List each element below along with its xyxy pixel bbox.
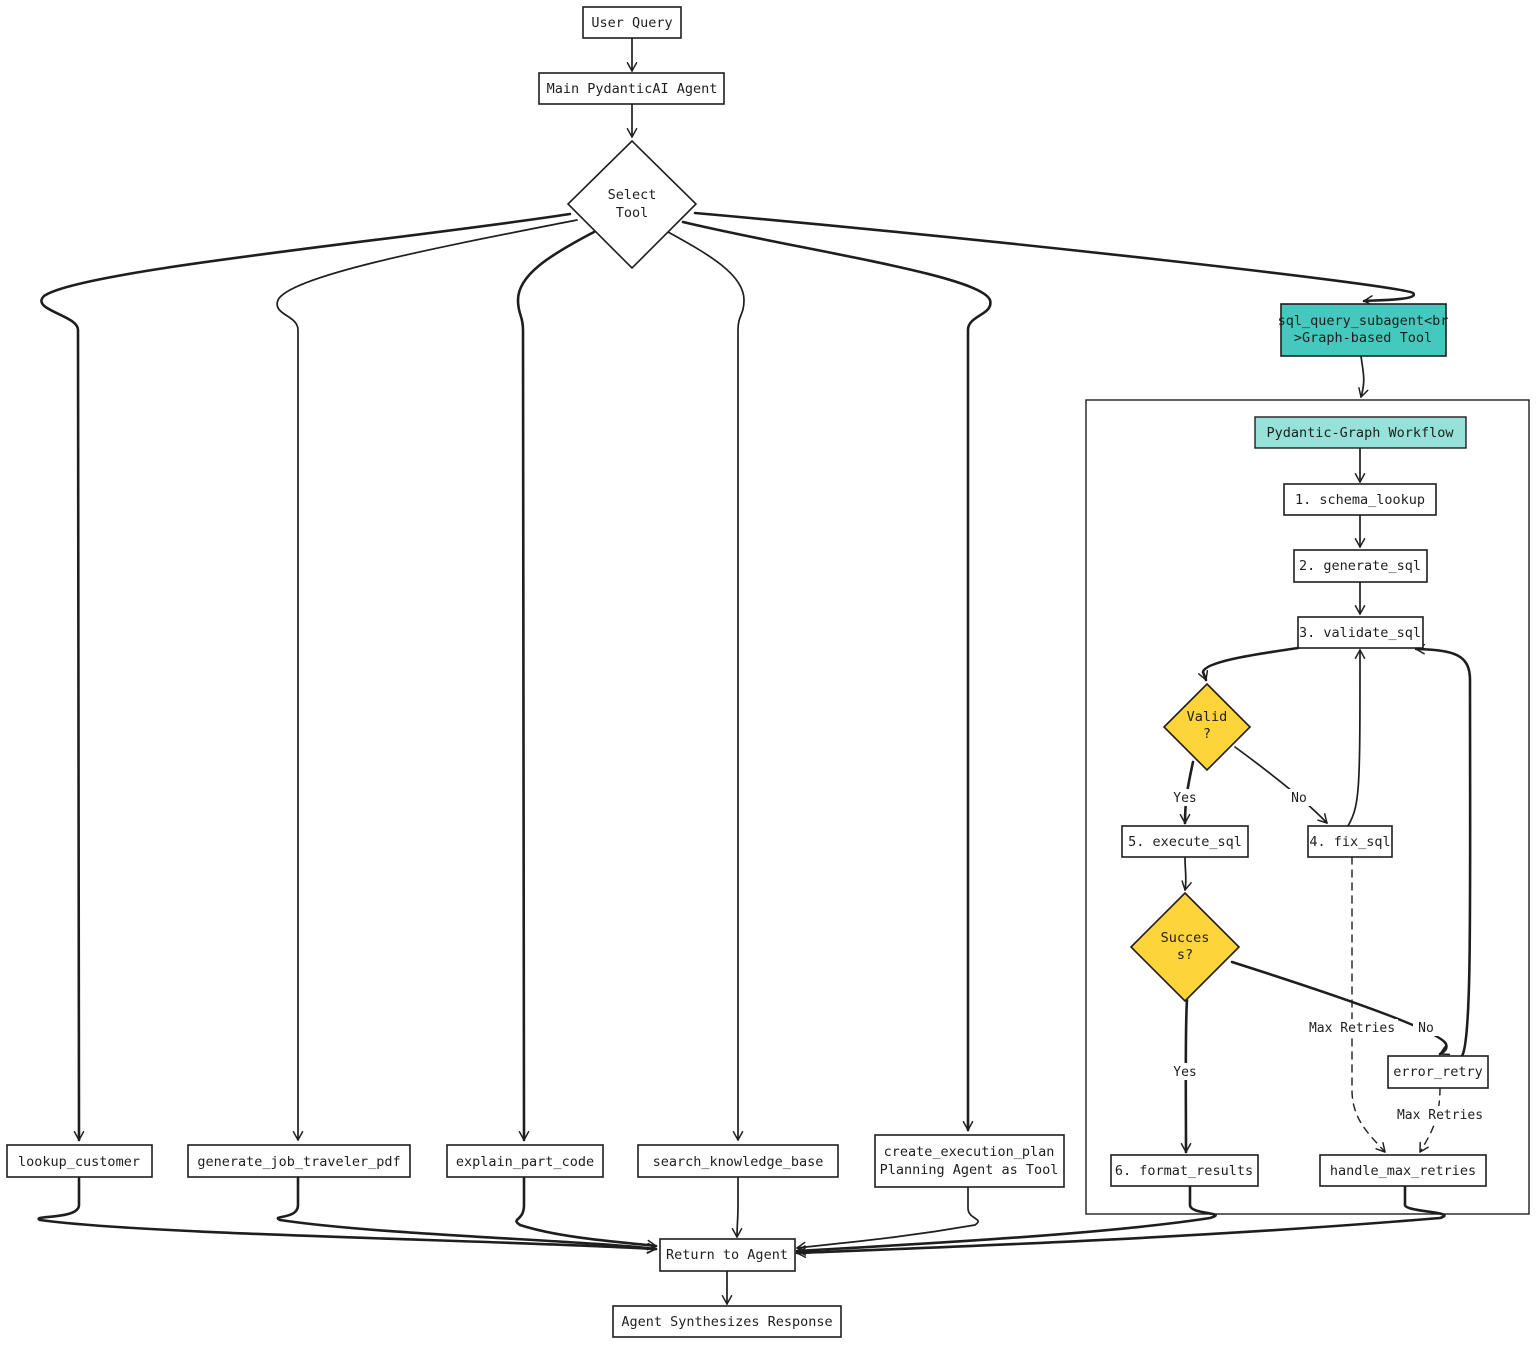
svg-text:handle_max_retries: handle_max_retries	[1330, 1163, 1476, 1179]
node-workflow-title: Pydantic-Graph Workflow	[1254, 416, 1467, 449]
node-select-tool: Select Tool	[566, 139, 698, 270]
label-success-no: No	[1418, 1021, 1434, 1036]
node-explain-part-code: explain_part_code	[446, 1144, 604, 1178]
edge-execute-to-success	[1181, 857, 1192, 891]
node-search-knowledge-base: search_knowledge_base	[637, 1144, 839, 1178]
node-validate-sql: 3. validate_sql	[1297, 616, 1424, 649]
label-error-max-retries: Max Retries	[1397, 1108, 1483, 1123]
node-sql-query-subagent: sql_query_subagent<br >Graph-based Tool	[1278, 303, 1449, 357]
node-agent-synthesizes-response: Agent Synthesizes Response	[612, 1305, 842, 1338]
svg-text:sql_query_subagent<br: sql_query_subagent<br	[1278, 313, 1449, 329]
svg-text:Valid: Valid	[1187, 709, 1228, 725]
node-return-to-agent: Return to Agent	[659, 1238, 796, 1272]
node-error-retry: error_retry	[1387, 1055, 1489, 1089]
edge-select-to-explain-part	[516, 230, 596, 1142]
svg-text:Planning Agent as Tool: Planning Agent as Tool	[880, 1162, 1059, 1178]
svg-text:5. execute_sql: 5. execute_sql	[1128, 834, 1242, 850]
svg-text:2. generate_sql: 2. generate_sql	[1299, 558, 1421, 574]
svg-text:4. fix_sql: 4. fix_sql	[1309, 834, 1390, 850]
svg-text:explain_part_code: explain_part_code	[456, 1154, 594, 1170]
svg-text:User Query: User Query	[591, 15, 672, 31]
label-valid-yes: Yes	[1173, 791, 1196, 806]
edge-select-to-search-kb	[667, 231, 745, 1141]
edge-sql-tool-to-workflow	[1358, 355, 1369, 398]
svg-text:lookup_customer: lookup_customer	[18, 1154, 140, 1170]
svg-text:Return to Agent: Return to Agent	[666, 1247, 788, 1263]
workflow-subgraph-frame	[1085, 399, 1530, 1215]
edge-labels: Yes No Yes No Max Retries Max Retries	[1170, 789, 1486, 1123]
node-success-decision: Succes s?	[1129, 891, 1241, 1003]
svg-text:Main PydanticAI Agent: Main PydanticAI Agent	[547, 81, 718, 97]
svg-text:>Graph-based Tool: >Graph-based Tool	[1294, 330, 1432, 346]
edge-plan-to-return	[796, 1187, 979, 1253]
edge-select-to-generate-pdf	[276, 219, 578, 1141]
sql-tool-box	[1280, 303, 1447, 357]
edge-validate-to-valid	[1198, 646, 1300, 682]
node-lookup-customer: lookup_customer	[6, 1144, 153, 1178]
svg-text:search_knowledge_base: search_knowledge_base	[653, 1154, 824, 1170]
svg-text:Pydantic-Graph Workflow: Pydantic-Graph Workflow	[1267, 425, 1455, 441]
svg-text:1. schema_lookup: 1. schema_lookup	[1295, 492, 1425, 508]
edge-fix-to-validate	[1347, 649, 1366, 827]
edge-pdf-to-return	[276, 1176, 658, 1254]
edge-handle-to-return	[795, 1184, 1446, 1258]
svg-text:s?: s?	[1177, 947, 1193, 963]
node-main-agent: Main PydanticAI Agent	[538, 72, 725, 105]
svg-text:generate_job_traveler_pdf: generate_job_traveler_pdf	[197, 1154, 400, 1170]
node-schema-lookup: 1. schema_lookup	[1283, 483, 1437, 516]
edge-select-to-create-plan	[681, 220, 992, 1132]
edge-explain-to-return	[515, 1176, 658, 1251]
svg-text:Select: Select	[608, 187, 657, 203]
node-valid-decision: Valid ?	[1162, 682, 1252, 772]
node-generate-sql: 2. generate_sql	[1293, 549, 1428, 583]
edge-success-no	[1230, 960, 1451, 1056]
node-create-execution-plan: create_execution_plan Planning Agent as …	[874, 1134, 1065, 1188]
edge-valid-no	[1234, 746, 1328, 824]
svg-text:6. format_results: 6. format_results	[1115, 1163, 1253, 1179]
node-generate-job-traveler-pdf: generate_job_traveler_pdf	[187, 1144, 411, 1178]
edge-select-to-sql-tool	[693, 211, 1415, 306]
edge-lookup-to-return	[37, 1176, 658, 1254]
svg-text:create_execution_plan: create_execution_plan	[884, 1144, 1055, 1160]
svg-text:Agent Synthesizes Response: Agent Synthesizes Response	[621, 1314, 832, 1330]
edges	[37, 37, 1472, 1305]
svg-text:Tool: Tool	[616, 205, 649, 221]
label-fix-max-retries: Max Retries	[1309, 1021, 1395, 1036]
node-handle-max-retries: handle_max_retries	[1319, 1154, 1487, 1187]
node-fix-sql: 4. fix_sql	[1307, 825, 1393, 858]
node-user-query: User Query	[582, 6, 682, 39]
svg-text:3. validate_sql: 3. validate_sql	[1299, 625, 1421, 641]
svg-text:Succes: Succes	[1161, 930, 1210, 946]
edge-fix-max-retries	[1351, 856, 1386, 1153]
label-valid-no: No	[1291, 791, 1307, 806]
node-execute-sql: 5. execute_sql	[1121, 825, 1249, 858]
label-success-yes: Yes	[1173, 1065, 1196, 1080]
edge-error-to-validate	[1414, 643, 1472, 1058]
svg-text:?: ?	[1203, 726, 1211, 742]
node-format-results: 6. format_results	[1110, 1154, 1259, 1187]
edge-format-to-return	[795, 1184, 1217, 1256]
svg-text:error_retry: error_retry	[1393, 1064, 1482, 1080]
edge-select-to-lookup-customer	[40, 212, 572, 1142]
edge-search-to-return	[731, 1177, 743, 1238]
